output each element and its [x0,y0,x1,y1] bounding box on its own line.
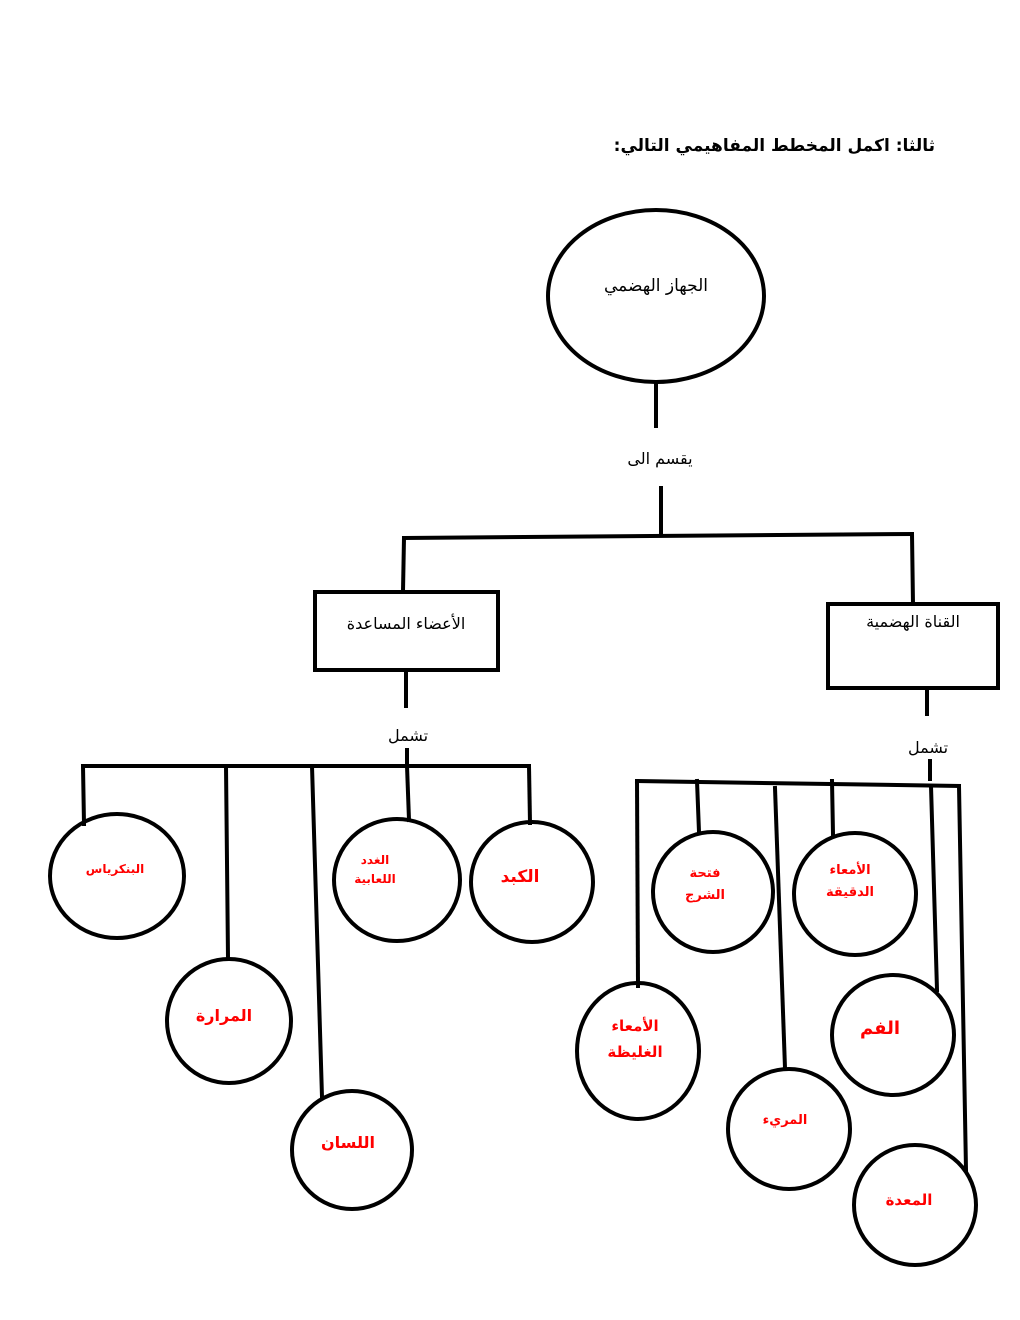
drop-anus [694,778,702,835]
accessory-connector-label: تشمل [387,726,429,745]
anus-circle [651,830,775,954]
drop-salivary [404,763,412,823]
drop-tongue [309,763,325,1100]
answer-anus: فتحة الشرج [665,863,745,907]
answer-esophagus: المريء [740,1111,830,1132]
answer-text: الكبد [500,867,540,887]
answer-liver: الكبد [482,864,558,891]
drop-liver [526,763,533,826]
canal-box [826,602,1000,690]
answer-text: الفم [860,1018,900,1039]
page-title: ثالثا: اكمل المخطط المفاهيمي التالي: [613,136,935,156]
canal-connector-label: تشمل [907,738,949,757]
drop-mouth [928,783,940,993]
answer-text: اللسان [321,1133,375,1152]
root-label: الجهاز الهضمي [604,276,708,296]
esophagus-circle [726,1067,852,1191]
answer-text: المريء [762,1113,808,1128]
answer-text-line2: الدقيقة [826,885,874,901]
stomach-circle [852,1143,978,1267]
answer-text-line2: الشرج [684,888,726,904]
branch-drop-accessory [400,535,407,594]
answer-text-line2: الغليظة [607,1043,663,1062]
canal-label: القناة الهضمية [866,612,960,631]
answer-pancreas: البنكرياس [70,860,160,879]
answer-text-line1: فتحة [689,866,721,881]
gallbladder-circle [165,957,293,1085]
drop-pancreas [80,763,87,827]
pancreas-circle [48,812,186,940]
liver-circle [469,820,595,944]
root-connector-label: يقسم الى [627,449,693,468]
mouth-circle [830,973,956,1097]
answer-text: البنكرياس [85,862,145,876]
drop-large-intestine [634,778,641,989]
canal-bar [634,778,962,789]
drop-esophagus [772,785,788,1071]
main-branch-bar [401,531,915,541]
large-intestine-circle [575,981,701,1121]
drop-small-intestine [829,778,836,837]
answer-small-intestine: الأمعاء الدقيقة [810,860,890,904]
answer-text-line1: الأمعاء [829,863,871,878]
salivary-circle [332,817,462,943]
accessory-label: الأعضاء المساعدة [346,614,466,633]
answer-text-line1: الأمعاء [611,1017,659,1035]
answer-text: المعدة [885,1191,933,1209]
answer-text-line2: اللعابية [354,872,396,887]
drop-stomach [956,783,969,1173]
answer-salivary-glands: الغدد اللعابية [337,851,413,889]
answer-text-line1: الغدد [360,853,390,867]
tongue-circle [290,1089,414,1211]
answer-tongue: اللسان [298,1130,398,1156]
branch-drop-canal [909,531,916,607]
answer-large-intestine: الأمعاء الغليظة [590,1013,680,1066]
root-node [546,208,766,384]
answer-stomach: المعدة [864,1188,954,1212]
answer-gallbladder: المرارة [174,1003,274,1029]
answer-mouth: الفم [840,1015,920,1044]
small-intestine-circle [792,831,918,957]
answer-text: المرارة [195,1006,253,1025]
drop-gallbladder [223,763,231,961]
